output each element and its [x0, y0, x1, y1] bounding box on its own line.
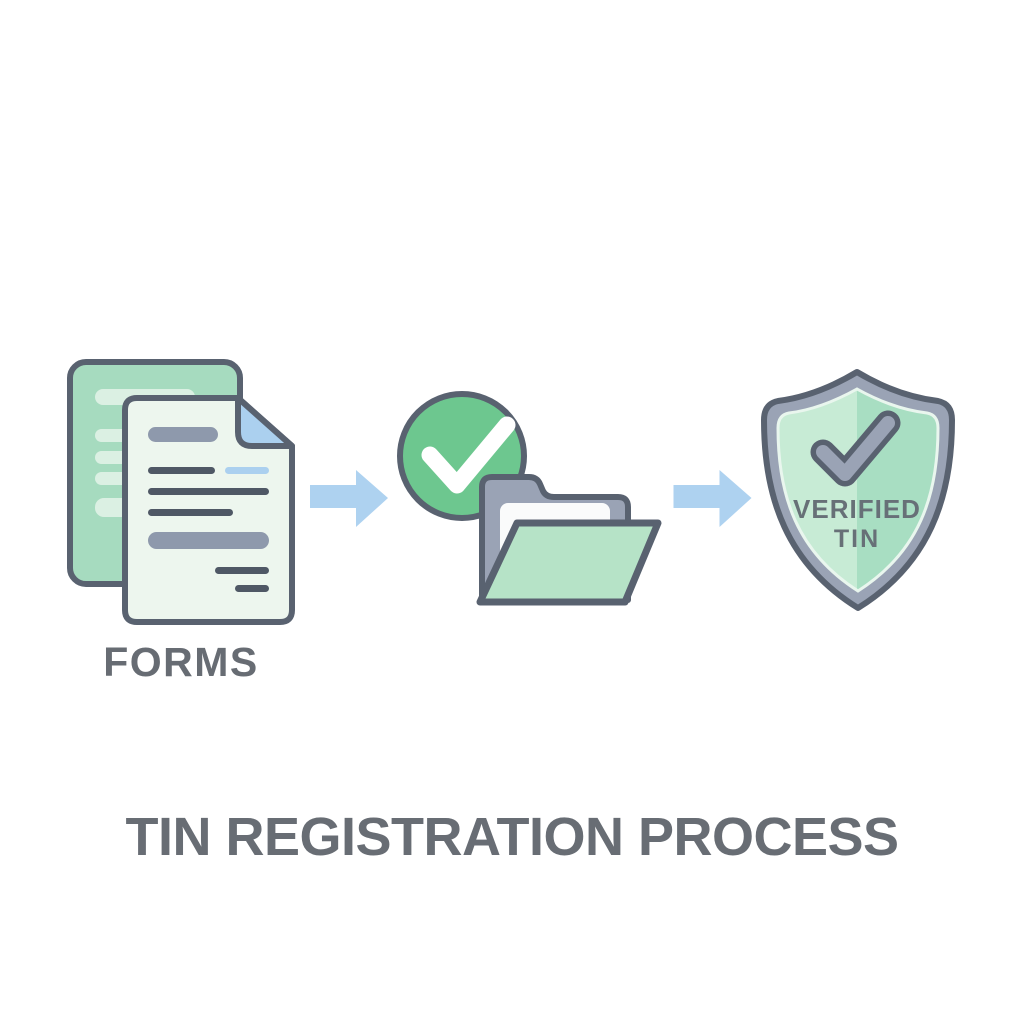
step-submission: [393, 385, 668, 620]
page-title: TIN REGISTRATION PROCESS: [125, 807, 899, 867]
step-forms-label: FORMS: [103, 639, 259, 685]
shield-text-tin: TIN: [834, 525, 880, 553]
step-forms: [60, 350, 300, 635]
verified-shield-icon: VERIFIED TIN: [761, 369, 955, 611]
checkmark-circle-folder-icon: [397, 391, 662, 606]
step-verified-tin: VERIFIED TIN: [757, 368, 957, 613]
shield-text-verified: VERIFIED: [793, 494, 921, 524]
stacked-documents-icon: [67, 359, 295, 625]
right-arrow-icon: [310, 470, 388, 527]
right-arrow-icon: [673, 470, 752, 527]
